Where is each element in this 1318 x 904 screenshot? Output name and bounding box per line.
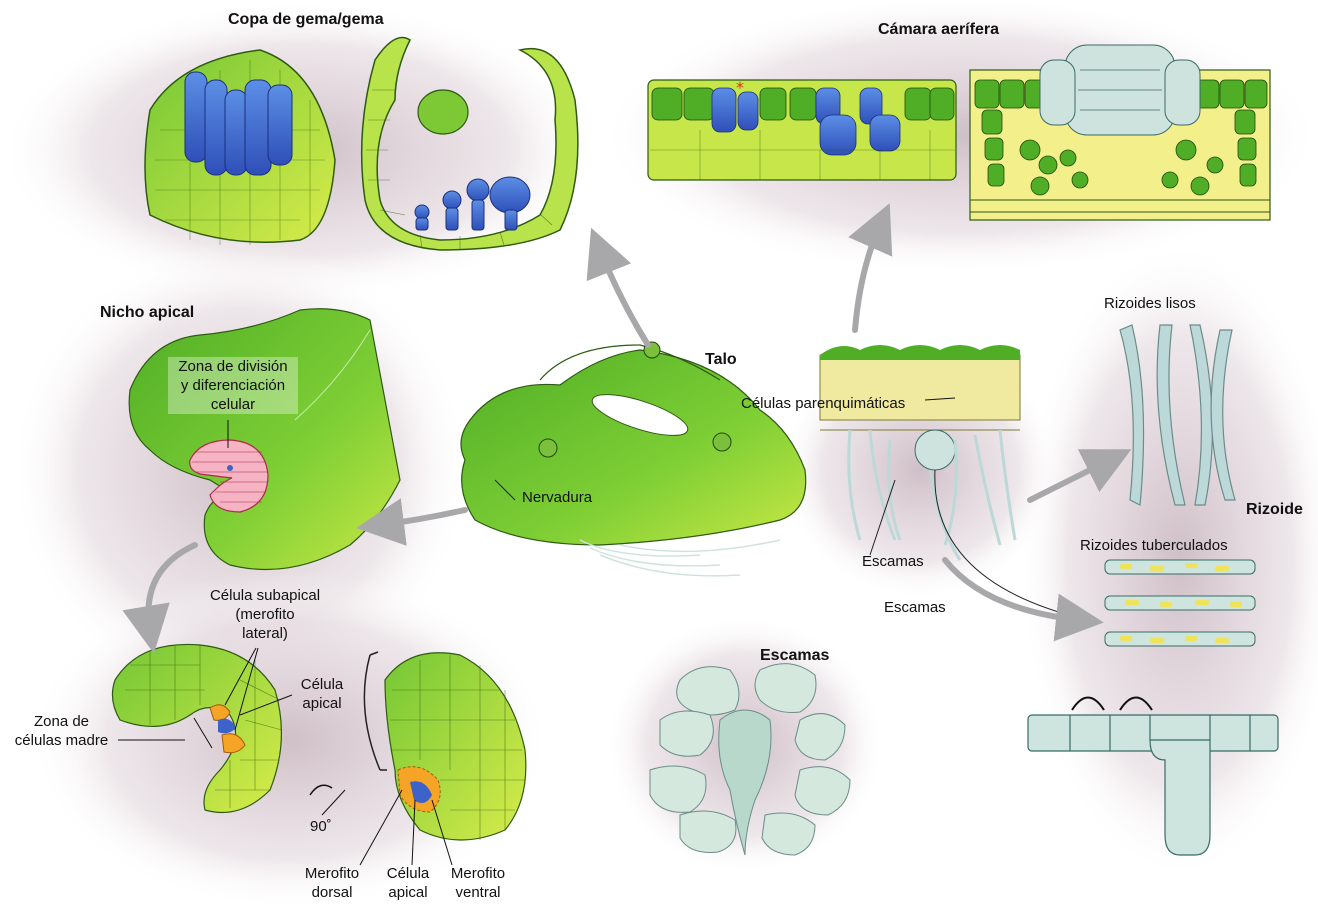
label-ventral-line2: ventral <box>440 883 516 902</box>
label-apical-cell-bottom: Célula apical <box>378 864 438 902</box>
label-dorsal-line2: dorsal <box>294 883 370 902</box>
label-apical-cell-top: Célula apical <box>294 675 350 713</box>
label-apical-top-line1: Célula <box>294 675 350 694</box>
label-nervadura: Nervadura <box>522 488 592 507</box>
label-dorsal-line1: Merofito <box>294 864 370 883</box>
label-division-zone-line2: y diferenciación <box>168 376 298 395</box>
label-subapical-line3: lateral) <box>200 624 330 643</box>
label-ventral-merophyte: Merofito ventral <box>440 864 516 902</box>
label-subapical-line2: (merofito <box>200 605 330 624</box>
thallus <box>461 342 806 576</box>
label-scales-b: Escamas <box>884 598 946 617</box>
label-division-zone: Zona de división y diferenciación celula… <box>168 357 298 414</box>
label-parenchyma-cells: Células parenquimáticas <box>741 394 905 413</box>
label-ventral-line1: Merofito <box>440 864 516 883</box>
title-gemma-cup: Copa de gema/gema <box>228 10 384 29</box>
svg-text:*: * <box>736 78 744 97</box>
title-thallus: Talo <box>705 350 737 369</box>
label-mother-cell-zone: Zona de células madre <box>4 712 119 750</box>
label-subapical-cell: Célula subapical (merofito lateral) <box>200 586 330 643</box>
label-apical-bottom-line2: apical <box>378 883 438 902</box>
tuberculate-rhizoids <box>1105 560 1255 646</box>
label-rotation: 90˚ <box>310 817 332 836</box>
title-air-chamber: Cámara aerífera <box>878 20 999 39</box>
title-apical-niche: Nicho apical <box>100 303 194 322</box>
label-scales-a: Escamas <box>862 552 924 571</box>
label-smooth-rhizoids: Rizoides lisos <box>1104 294 1196 313</box>
label-subapical-line1: Célula subapical <box>200 586 330 605</box>
label-dorsal-merophyte: Merofito dorsal <box>294 864 370 902</box>
label-apical-bottom-line1: Célula <box>378 864 438 883</box>
label-apical-top-line2: apical <box>294 694 350 713</box>
label-tuberculate-rhizoids: Rizoides tuberculados <box>1080 536 1228 555</box>
label-division-zone-line1: Zona de división <box>168 357 298 376</box>
title-rhizoid: Rizoide <box>1246 500 1303 519</box>
label-mother-zone-line1: Zona de <box>4 712 119 731</box>
label-mother-zone-line2: células madre <box>4 731 119 750</box>
label-division-zone-line3: celular <box>168 395 298 414</box>
title-scales: Escamas <box>760 646 829 665</box>
